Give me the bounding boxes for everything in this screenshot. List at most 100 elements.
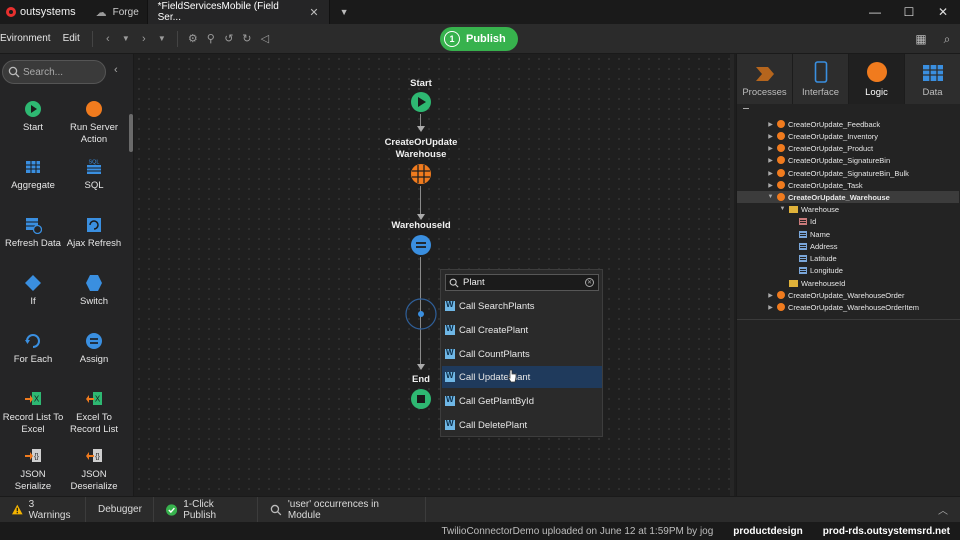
tool-aggregate-label: Aggregate: [11, 180, 55, 191]
logo-text: outsystems: [20, 6, 76, 18]
clear-search-icon[interactable]: ✕: [585, 278, 594, 287]
tree-item[interactable]: ▶CreateOrUpdate_SignatureBin: [737, 154, 959, 166]
warnings-tab[interactable]: 3 Warnings: [0, 496, 86, 523]
collapse-all-dash[interactable]: [743, 108, 749, 109]
settings-gear-icon[interactable]: ⚙: [187, 33, 198, 45]
collapse-arrow-icon[interactable]: ▼: [767, 194, 774, 200]
tree-item[interactable]: Address: [737, 240, 959, 252]
tree-item[interactable]: WarehouseId: [737, 277, 959, 289]
tool-switch[interactable]: Switch: [62, 274, 126, 308]
announce-icon[interactable]: ◁: [260, 33, 270, 45]
expand-panel-chevron-up-icon[interactable]: ︿: [938, 506, 948, 517]
popup-item-label: Call DeletePlant: [459, 419, 528, 431]
server-action-icon: [777, 303, 785, 311]
tab-interface[interactable]: Interface: [793, 54, 849, 104]
tool-refresh-data[interactable]: Refresh Data: [1, 216, 65, 250]
back-history-chevron-down-icon[interactable]: ▼: [121, 34, 130, 43]
svg-text:X: X: [34, 395, 40, 404]
popup-item[interactable]: Call GetPlantById: [442, 390, 602, 412]
expand-arrow-icon[interactable]: ▶: [768, 170, 773, 177]
expand-arrow-icon[interactable]: ▶: [768, 304, 773, 311]
tab-list-chevron-down-icon[interactable]: ▼: [339, 7, 349, 17]
popup-item[interactable]: Call CountPlants: [442, 343, 602, 365]
tab-forge[interactable]: ☁ Forge: [86, 0, 148, 24]
menu-edit[interactable]: Edit: [62, 33, 80, 44]
one-click-publish-tab[interactable]: 1-Click Publish: [154, 496, 258, 523]
tool-excel-to-record-list[interactable]: X Excel To Record List: [62, 390, 126, 436]
status-server[interactable]: prod-rds.outsystemsrd.net: [822, 525, 950, 537]
maximize-icon[interactable]: ☐: [903, 5, 915, 19]
forward-history-chevron-down-icon[interactable]: ▼: [157, 34, 166, 43]
tool-aggregate[interactable]: Aggregate: [1, 158, 65, 192]
menu-environment[interactable]: Evironment: [0, 33, 51, 44]
tree-item[interactable]: ▶CreateOrUpdate_WarehouseOrderItem: [737, 301, 959, 313]
tab-data-label: Data: [922, 87, 943, 98]
node-server-action-icon[interactable]: [410, 163, 432, 185]
tool-assign[interactable]: Assign: [62, 332, 126, 366]
tree-item[interactable]: Id: [737, 215, 959, 227]
canvas-scrollbar[interactable]: [730, 54, 734, 496]
tree-item[interactable]: ▶CreateOrUpdate_Task: [737, 179, 959, 191]
tree-item[interactable]: ▶CreateOrUpdate_Product: [737, 142, 959, 154]
tool-sql[interactable]: SQL SQL: [62, 158, 126, 192]
tab-logic[interactable]: Logic: [849, 54, 905, 104]
tree-item[interactable]: Longitude: [737, 264, 959, 276]
minimize-icon[interactable]: —: [869, 5, 881, 19]
popup-item-selected[interactable]: Call UpdatePlant: [442, 366, 602, 388]
undo-icon[interactable]: ↺: [224, 33, 234, 45]
node-assign-icon[interactable]: [410, 234, 432, 256]
grid-apps-icon[interactable]: ▦: [915, 32, 927, 46]
popup-item[interactable]: Call DeletePlant: [442, 414, 602, 436]
tool-if[interactable]: If: [1, 274, 65, 308]
node-end-icon[interactable]: [410, 388, 432, 410]
pin-icon[interactable]: ⚲: [206, 33, 215, 45]
back-arrow-icon[interactable]: ‹: [105, 32, 110, 45]
tool-json-serialize[interactable]: {} JSON Serialize: [1, 447, 65, 493]
popup-item[interactable]: Call SearchPlants: [442, 295, 602, 317]
search-icon[interactable]: ⌕: [943, 31, 951, 46]
tree-item-selected[interactable]: ▼CreateOrUpdate_Warehouse: [737, 191, 959, 203]
redo-icon[interactable]: ↻: [242, 33, 252, 45]
tab-data[interactable]: Data: [905, 54, 960, 104]
node-start-icon[interactable]: [410, 91, 432, 113]
tree-item[interactable]: ▶CreateOrUpdate_SignatureBin_Bulk: [737, 167, 959, 179]
expand-arrow-icon[interactable]: ▶: [768, 292, 773, 299]
collapse-arrow-icon[interactable]: ▼: [779, 206, 786, 212]
publish-button[interactable]: 1 Publish: [440, 27, 518, 51]
tree-item[interactable]: ▶CreateOrUpdate_Inventory: [737, 130, 959, 142]
forward-arrow-icon[interactable]: ›: [141, 32, 146, 45]
tree-item[interactable]: Latitude: [737, 252, 959, 264]
flow-canvas[interactable]: Start CreateOrUpdate Warehouse Warehouse…: [134, 54, 734, 496]
toolbox-scrollbar[interactable]: [129, 114, 133, 152]
expand-arrow-icon[interactable]: ▶: [768, 182, 773, 189]
occurrences-tab[interactable]: 'user' occurrences in Module: [258, 496, 426, 523]
tree-item[interactable]: Name: [737, 228, 959, 240]
tool-run-server-action[interactable]: Run Server Action: [62, 100, 126, 146]
debugger-tab[interactable]: Debugger: [86, 496, 154, 523]
tab-processes[interactable]: Processes: [737, 54, 793, 104]
drop-target-marker[interactable]: [405, 298, 437, 330]
action-search-input[interactable]: Plant ✕: [445, 274, 599, 291]
tree-item[interactable]: ▶CreateOrUpdate_WarehouseOrder: [737, 289, 959, 301]
mobile-device-icon: [814, 61, 827, 83]
tab-module[interactable]: *FieldServicesMobile (Field Ser... ✕: [147, 0, 330, 24]
tree-item[interactable]: ▼Warehouse: [737, 203, 959, 215]
expand-arrow-icon[interactable]: ▶: [768, 121, 773, 128]
properties-divider[interactable]: [737, 319, 960, 320]
tool-ajax-refresh[interactable]: Ajax Refresh: [62, 216, 126, 250]
svg-text:{}: {}: [95, 454, 100, 461]
collapse-panel-icon[interactable]: ‹: [114, 64, 118, 76]
popup-item[interactable]: Call CreatePlant: [442, 319, 602, 341]
tool-for-each[interactable]: For Each: [1, 332, 65, 366]
expand-arrow-icon[interactable]: ▶: [768, 145, 773, 152]
close-window-icon[interactable]: ✕: [937, 5, 949, 19]
tree-item[interactable]: ▶CreateOrUpdate_Feedback: [737, 118, 959, 130]
toolbox-search-input[interactable]: Search...: [2, 60, 106, 84]
tool-record-list-to-excel[interactable]: X Record List To Excel: [1, 390, 65, 436]
expand-arrow-icon[interactable]: ▶: [768, 133, 773, 140]
expand-arrow-icon[interactable]: ▶: [768, 157, 773, 164]
status-user[interactable]: productdesign: [733, 525, 803, 537]
tool-start[interactable]: Start: [1, 100, 65, 134]
close-tab-icon[interactable]: ✕: [309, 6, 319, 19]
tool-json-deserialize[interactable]: {} JSON Deserialize: [62, 447, 126, 493]
